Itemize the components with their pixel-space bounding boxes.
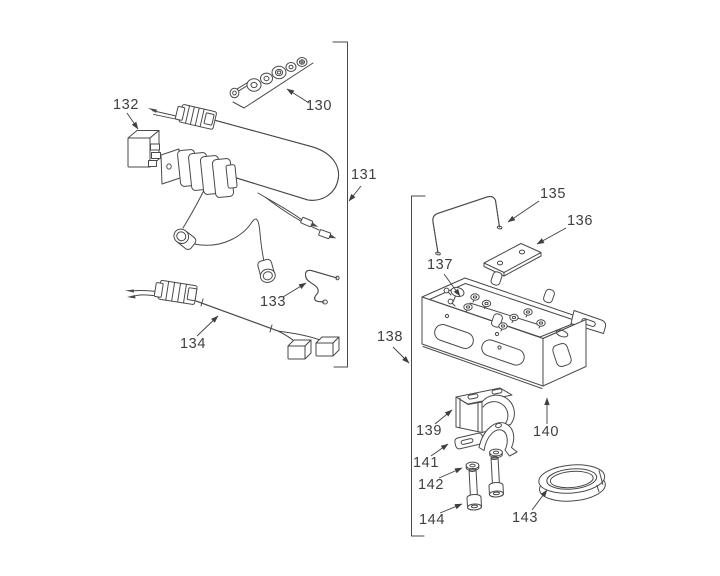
plate-136-drawing [483,243,542,277]
boot-assembly-icon [160,148,238,198]
box-stud-icon [463,293,546,332]
relay-icon [127,130,161,168]
part-label-143: 143 [512,510,538,526]
part-label-131: 131 [351,167,377,183]
part-label-132: 132 [113,97,139,113]
wiring-harness-131-drawing [127,104,340,305]
wiring-harness-134-drawing [125,279,340,360]
part-label-130: 130 [306,98,332,114]
part-label-133: 133 [260,294,286,310]
wire-clip-icon [304,269,340,305]
part-label-134: 134 [180,336,206,352]
group-bracket-131 [332,41,348,368]
part-label-135: 135 [540,186,566,202]
part-label-144: 144 [419,512,445,528]
part-label-138: 138 [377,329,403,345]
part-label-142: 142 [418,477,444,493]
part-label-137: 137 [427,257,453,273]
band-coil-143-drawing [538,464,606,502]
part-label-136: 136 [567,213,593,229]
electrical-box-140-drawing [421,271,607,389]
saddle-strap-141-drawing [454,422,518,457]
part-label-141: 141 [413,455,439,471]
callout-arrows [126,88,567,514]
terminal-cover-icon [287,336,340,360]
part-label-140: 140 [533,424,559,440]
clamp-block-139-drawing [455,387,515,433]
connector-plug-icon [147,104,217,130]
fastener-set-130-drawing [229,57,314,109]
handle-135-drawing [432,195,503,256]
group-bracket-138 [411,195,426,537]
part-label-139: 139 [416,423,442,439]
bolts-144-drawing [466,456,504,511]
socket-connector-icon [173,228,276,283]
